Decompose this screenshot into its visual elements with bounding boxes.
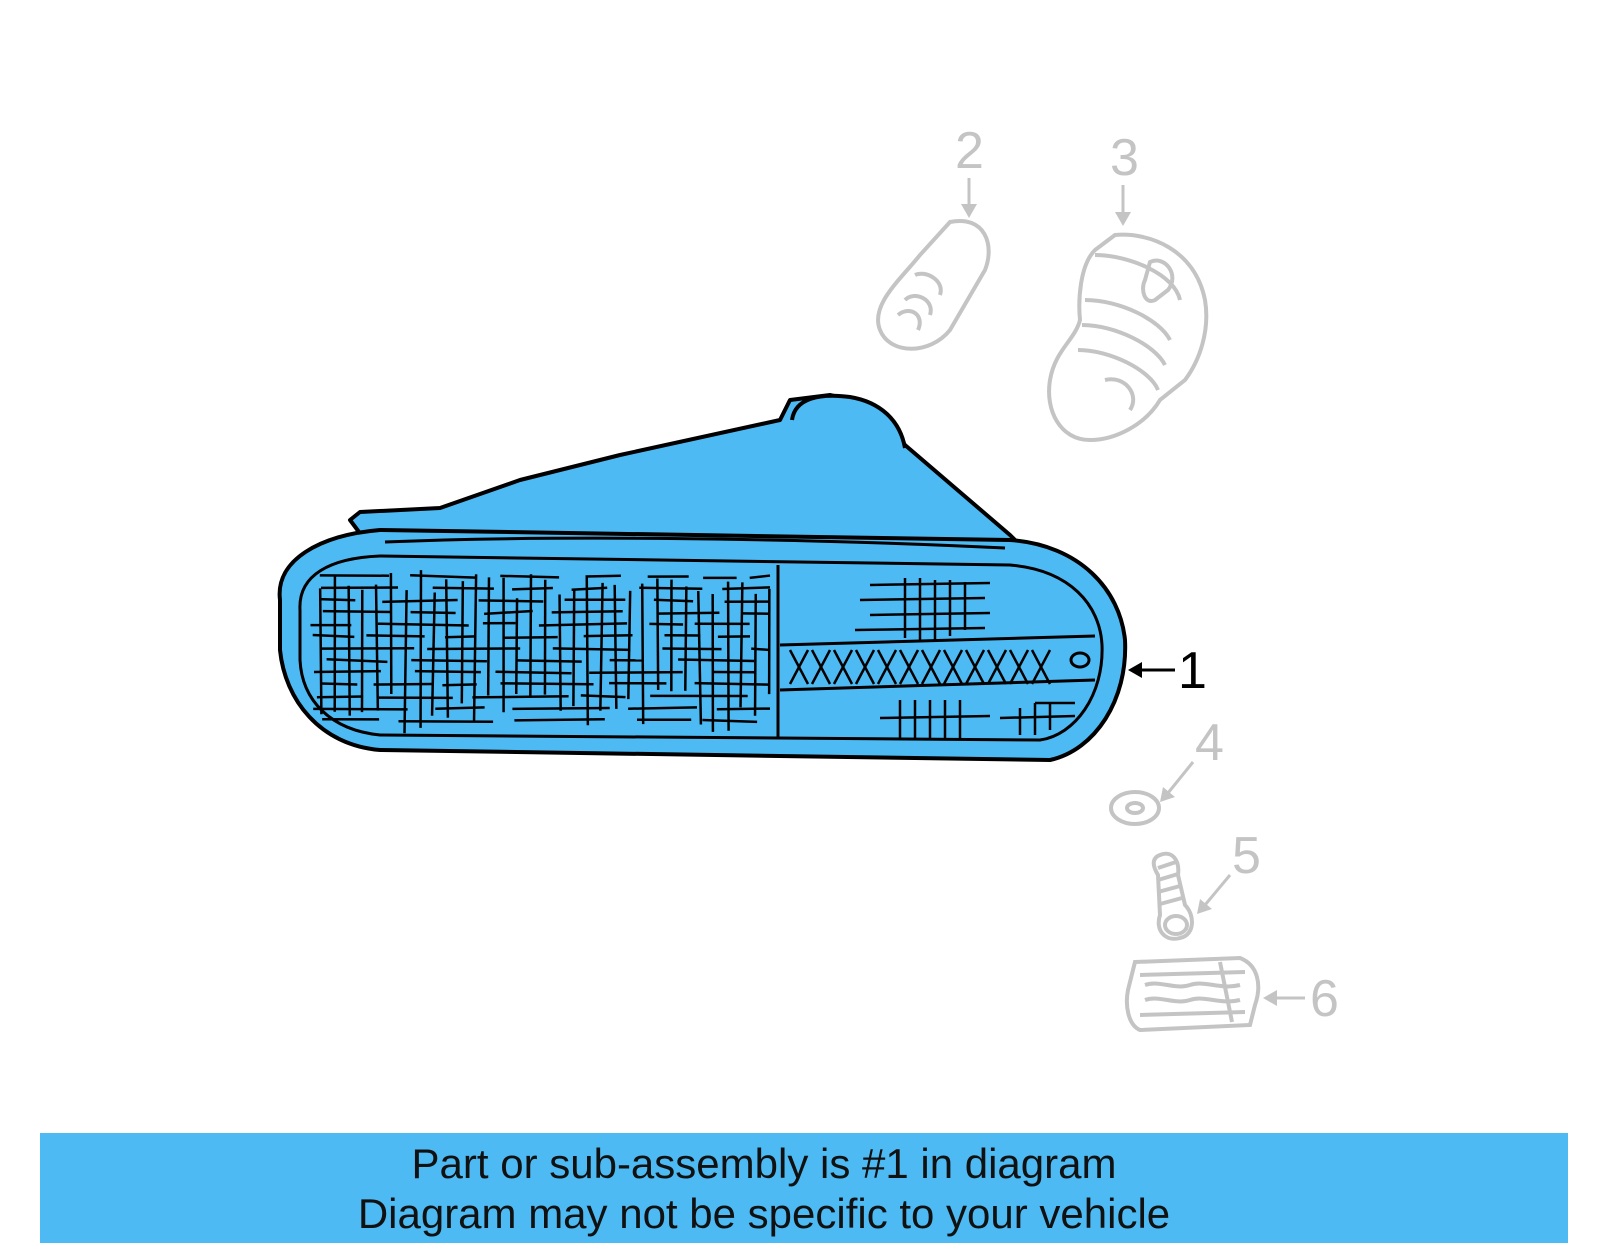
part-5-screw[interactable] [1151, 851, 1194, 941]
banner-line-disclaimer: Diagram may not be specific to your vehi… [357, 1190, 1171, 1237]
banner-line-part-number: Part or sub-assembly is #1 in diagram [411, 1140, 1117, 1187]
callout-5: 5 [1232, 827, 1261, 885]
callout-3: 3 [1110, 129, 1139, 187]
part-1-lamp-assembly[interactable] [277, 393, 1128, 763]
callout-2: 2 [955, 122, 984, 180]
info-banner: Part or sub-assembly is #1 in diagram Di… [40, 1133, 1568, 1243]
part-3-socket[interactable] [1047, 232, 1209, 443]
callout-6: 6 [1310, 970, 1339, 1028]
part-6-clip[interactable] [1124, 955, 1261, 1033]
callout-1: 1 [1178, 642, 1207, 700]
callout-arrows [961, 178, 1305, 1006]
part-4-washer[interactable] [1109, 790, 1161, 826]
lens-hatching [310, 570, 771, 734]
part-2-bulb[interactable] [876, 218, 991, 351]
lens-small-grid [854, 578, 1076, 738]
callout-4: 4 [1195, 714, 1224, 772]
lens-x-pattern [788, 649, 1052, 685]
